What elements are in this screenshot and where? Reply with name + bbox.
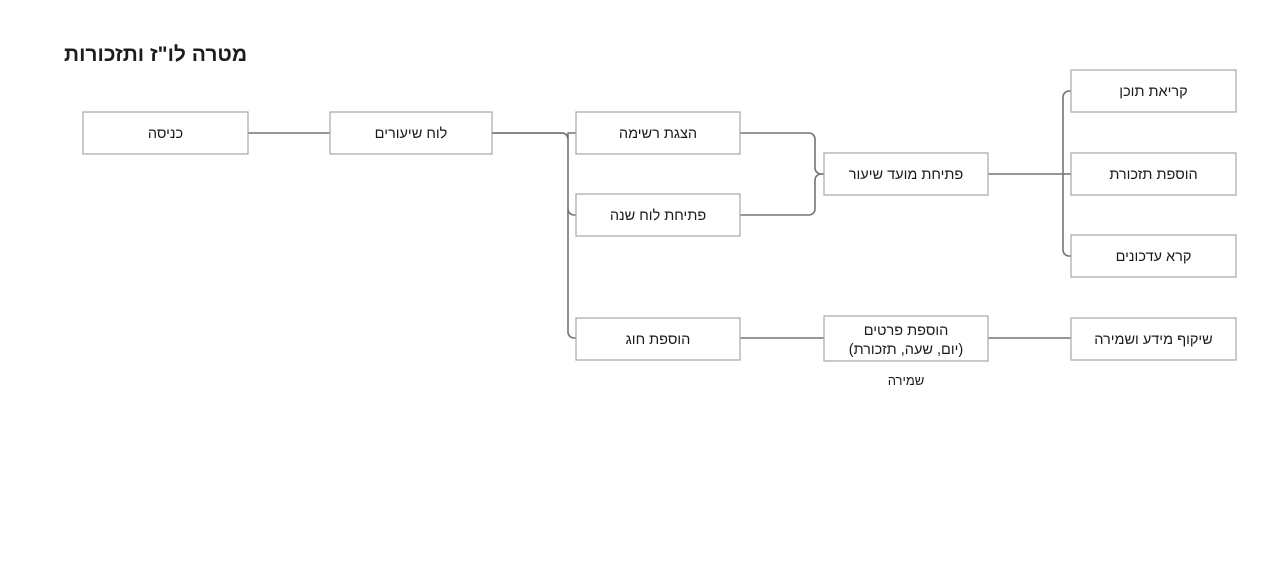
node-entry-label: כניסה — [148, 126, 183, 142]
node-read-updates[interactable]: קרא עדכונים — [1070, 234, 1237, 278]
node-open-calendar-label: פתיחת לוח שנה — [610, 207, 707, 224]
node-add-reminder-box[interactable] — [1070, 152, 1237, 196]
node-add-details[interactable]: הוספת פרטים (יום, שעה, תזכורת) — [823, 315, 989, 362]
node-schedule-label: לוח שיעורים — [375, 125, 448, 142]
node-add-reminder-label: הוספת תזכורת — [1109, 167, 1197, 183]
node-add-club-label: הוספת חוג — [626, 332, 691, 348]
node-add-details-label-line1: הוספת פרטים — [864, 323, 949, 339]
node-read-content-box[interactable] — [1070, 69, 1237, 113]
node-add-details-label-line2: (יום, שעה, תזכורת) — [849, 342, 963, 358]
node-add-club[interactable]: הוספת חוג — [575, 317, 741, 361]
node-read-content[interactable]: קריאת תוכן — [1070, 69, 1237, 113]
node-add-club-box[interactable] — [575, 317, 741, 361]
node-schedule-box[interactable] — [329, 111, 493, 155]
node-open-calendar-box[interactable] — [575, 193, 741, 237]
node-show-list-label: הצגת רשימה — [619, 126, 697, 142]
connector-bar-to-read-content — [1062, 90, 1071, 174]
connector-group — [248, 90, 1071, 339]
node-show-list[interactable]: הצגת רשימה — [575, 111, 741, 155]
node-open-lesson-label: פתיחת מועד שיעור — [849, 167, 964, 183]
connector-open-calendar-to-open-lesson — [740, 173, 824, 216]
connector-trunk-to-open-calendar — [567, 208, 576, 216]
node-open-calendar[interactable]: פתיחת לוח שנה — [575, 193, 741, 237]
node-mirror-save-label: שיקוף מידע ושמירה — [1094, 332, 1213, 348]
node-read-updates-box[interactable] — [1070, 234, 1237, 278]
connector-trunk-vertical — [492, 132, 576, 339]
node-open-lesson[interactable]: פתיחת מועד שיעור — [823, 152, 989, 196]
node-open-lesson-box[interactable] — [823, 152, 989, 196]
connector-show-list-to-open-lesson — [740, 132, 824, 175]
edge-label-save: שמירה — [888, 373, 925, 388]
node-read-updates-label: קרא עדכונים — [1116, 249, 1192, 265]
node-add-reminder[interactable]: הוספת תזכורת — [1070, 152, 1237, 196]
node-schedule[interactable]: לוח שיעורים — [329, 111, 493, 155]
node-show-list-box[interactable] — [575, 111, 741, 155]
node-mirror-save-box[interactable] — [1070, 317, 1237, 361]
node-add-details-box[interactable] — [823, 315, 989, 362]
node-mirror-save[interactable]: שיקוף מידע ושמירה — [1070, 317, 1237, 361]
connector-bar-to-read-updates — [1062, 174, 1071, 257]
node-entry-box[interactable] — [82, 111, 249, 155]
node-entry[interactable]: כניסה — [82, 111, 249, 155]
node-read-content-label: קריאת תוכן — [1119, 84, 1187, 100]
page-title: מטרה לו"ז ותזכורות — [64, 43, 248, 66]
